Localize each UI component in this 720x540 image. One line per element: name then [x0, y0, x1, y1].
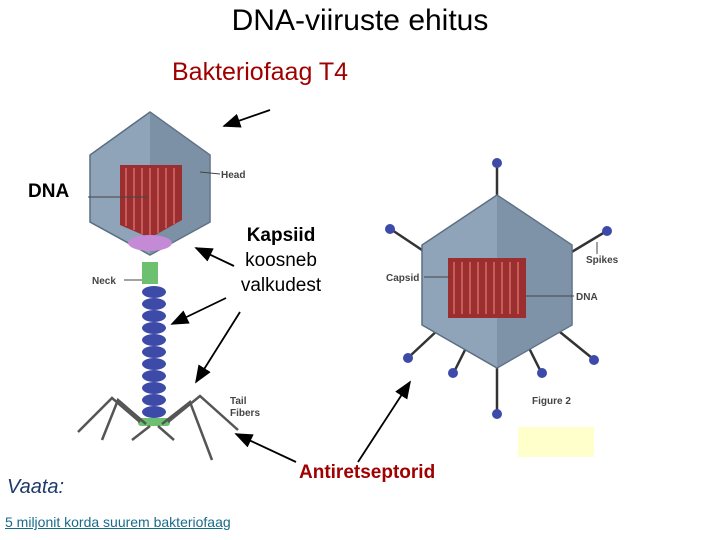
arrow-to-neck: [170, 297, 227, 325]
page-title: DNA-viiruste ehitus: [231, 4, 489, 37]
arrow-to-proteins: [194, 247, 235, 267]
highlight-box: [518, 427, 594, 457]
kapsiid-label-line3: valkudest: [240, 275, 322, 296]
t4-phage-illustration: Head Neck Tail Fibers: [77, 111, 260, 461]
t4-dna-strands: [125, 168, 175, 236]
label-capsid: Capsid: [386, 273, 419, 284]
label-fibers: Fibers: [230, 408, 260, 419]
dna-label: DNA: [28, 181, 70, 202]
virus-spike-tips: [385, 158, 612, 419]
arrow-to-fibers: [234, 433, 297, 463]
kapsiid-label-line2: koosneb: [245, 250, 317, 271]
virus-capsid-shade: [497, 195, 572, 368]
kapsiid-label: Kapsiid koosneb valkudest: [225, 223, 337, 298]
label-spikes: Spikes: [586, 255, 619, 266]
label-neck: Neck: [92, 276, 116, 287]
t4-tail-sheath: [142, 286, 166, 418]
arrow-to-spikes: [357, 380, 411, 463]
arrow-to-tail: [195, 311, 241, 384]
virus-dna-cutaway: [448, 258, 526, 318]
vaata-label: Vaata:: [7, 476, 65, 498]
label-virus-dna: DNA: [576, 292, 598, 303]
bacteriophage-link[interactable]: 5 miljonit korda suurem bakteriofaag: [5, 514, 231, 530]
icosahedral-virus-illustration: Capsid DNA Spikes Figure 2: [385, 158, 619, 419]
t4-base-proteins: [128, 235, 172, 251]
arrow-to-head: [222, 109, 271, 128]
label-tail: Tail: [230, 396, 247, 407]
t4-neck: [142, 262, 158, 284]
pointer-arrows: [170, 109, 411, 463]
page-subtitle: Bakteriofaag T4: [172, 58, 349, 86]
label-figure-2: Figure 2: [532, 396, 571, 407]
label-head: Head: [221, 170, 245, 181]
t4-tail-fibers: [77, 394, 239, 461]
antiretseptorid-label: Antiretseptorid: [299, 462, 436, 483]
kapsiid-label-line1: Kapsiid: [246, 225, 316, 246]
virus-dna-strands: [453, 262, 519, 314]
